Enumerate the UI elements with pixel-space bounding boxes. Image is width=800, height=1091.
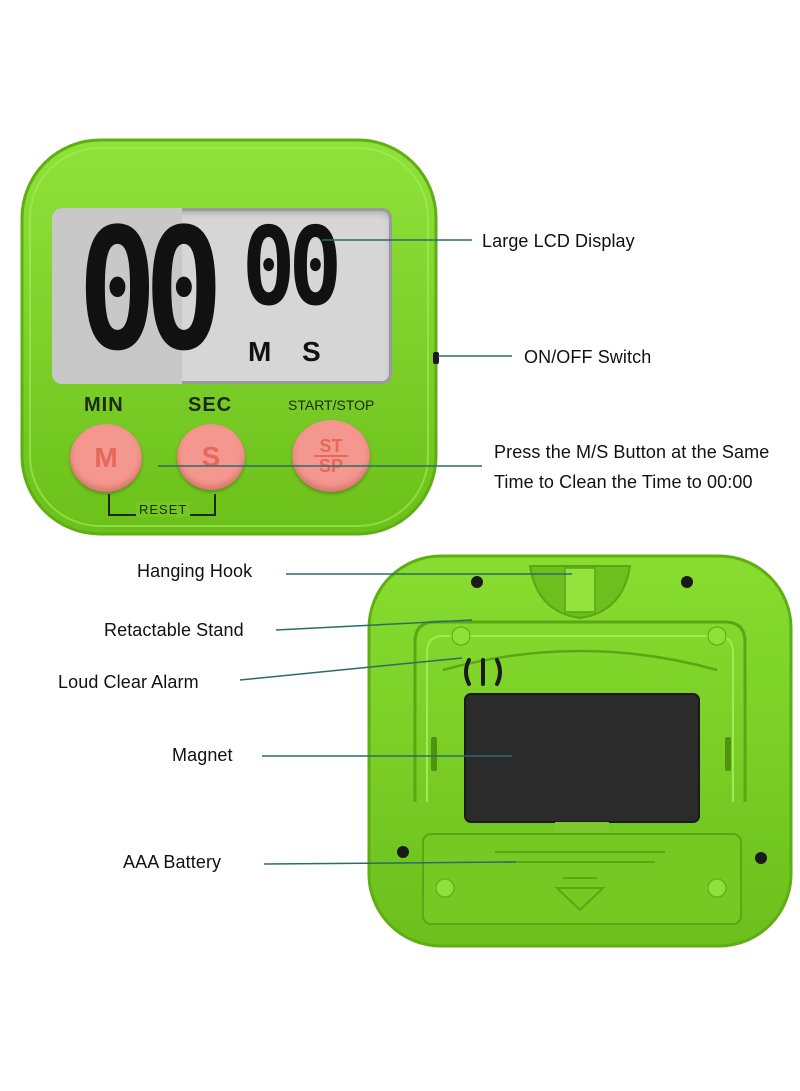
lcd-m-label: M (248, 336, 272, 367)
callout-magnet: Magnet (172, 745, 233, 765)
callout-lcd: Large LCD Display (482, 231, 635, 251)
lcd-display: 00 00 M S (52, 208, 392, 384)
stop-button-label: SP (318, 456, 343, 476)
callout-switch: ON/OFF Switch (524, 347, 652, 367)
lcd-seconds: 00 (242, 208, 342, 330)
callout-battery: AAA Battery (123, 852, 222, 872)
minute-button-label: M (94, 442, 118, 473)
second-button-label: S (201, 441, 221, 472)
lcd-s-label: S (302, 336, 321, 367)
callout-stand: Retactable Stand (104, 620, 244, 640)
second-button[interactable]: S (177, 424, 245, 490)
back-timer (365, 552, 795, 950)
on-off-switch[interactable] (433, 352, 439, 364)
start-button-label: ST (319, 436, 343, 456)
callout-press-line2: Time to Clean the Time to 00:00 (494, 472, 753, 492)
callout-alarm: Loud Clear Alarm (58, 672, 199, 692)
reset-label: RESET (136, 502, 191, 517)
back-timer-body (367, 554, 793, 948)
min-label: MIN (84, 394, 124, 416)
lcd-minutes: 00 (78, 208, 223, 384)
callout-hook: Hanging Hook (137, 561, 253, 581)
start-stop-button[interactable]: ST SP (292, 420, 370, 492)
start-stop-label: START/STOP (288, 397, 375, 413)
sec-label: SEC (188, 394, 233, 416)
minute-button[interactable]: M (70, 424, 142, 492)
callout-press-line1: Press the M/S Button at the Same (494, 442, 770, 462)
